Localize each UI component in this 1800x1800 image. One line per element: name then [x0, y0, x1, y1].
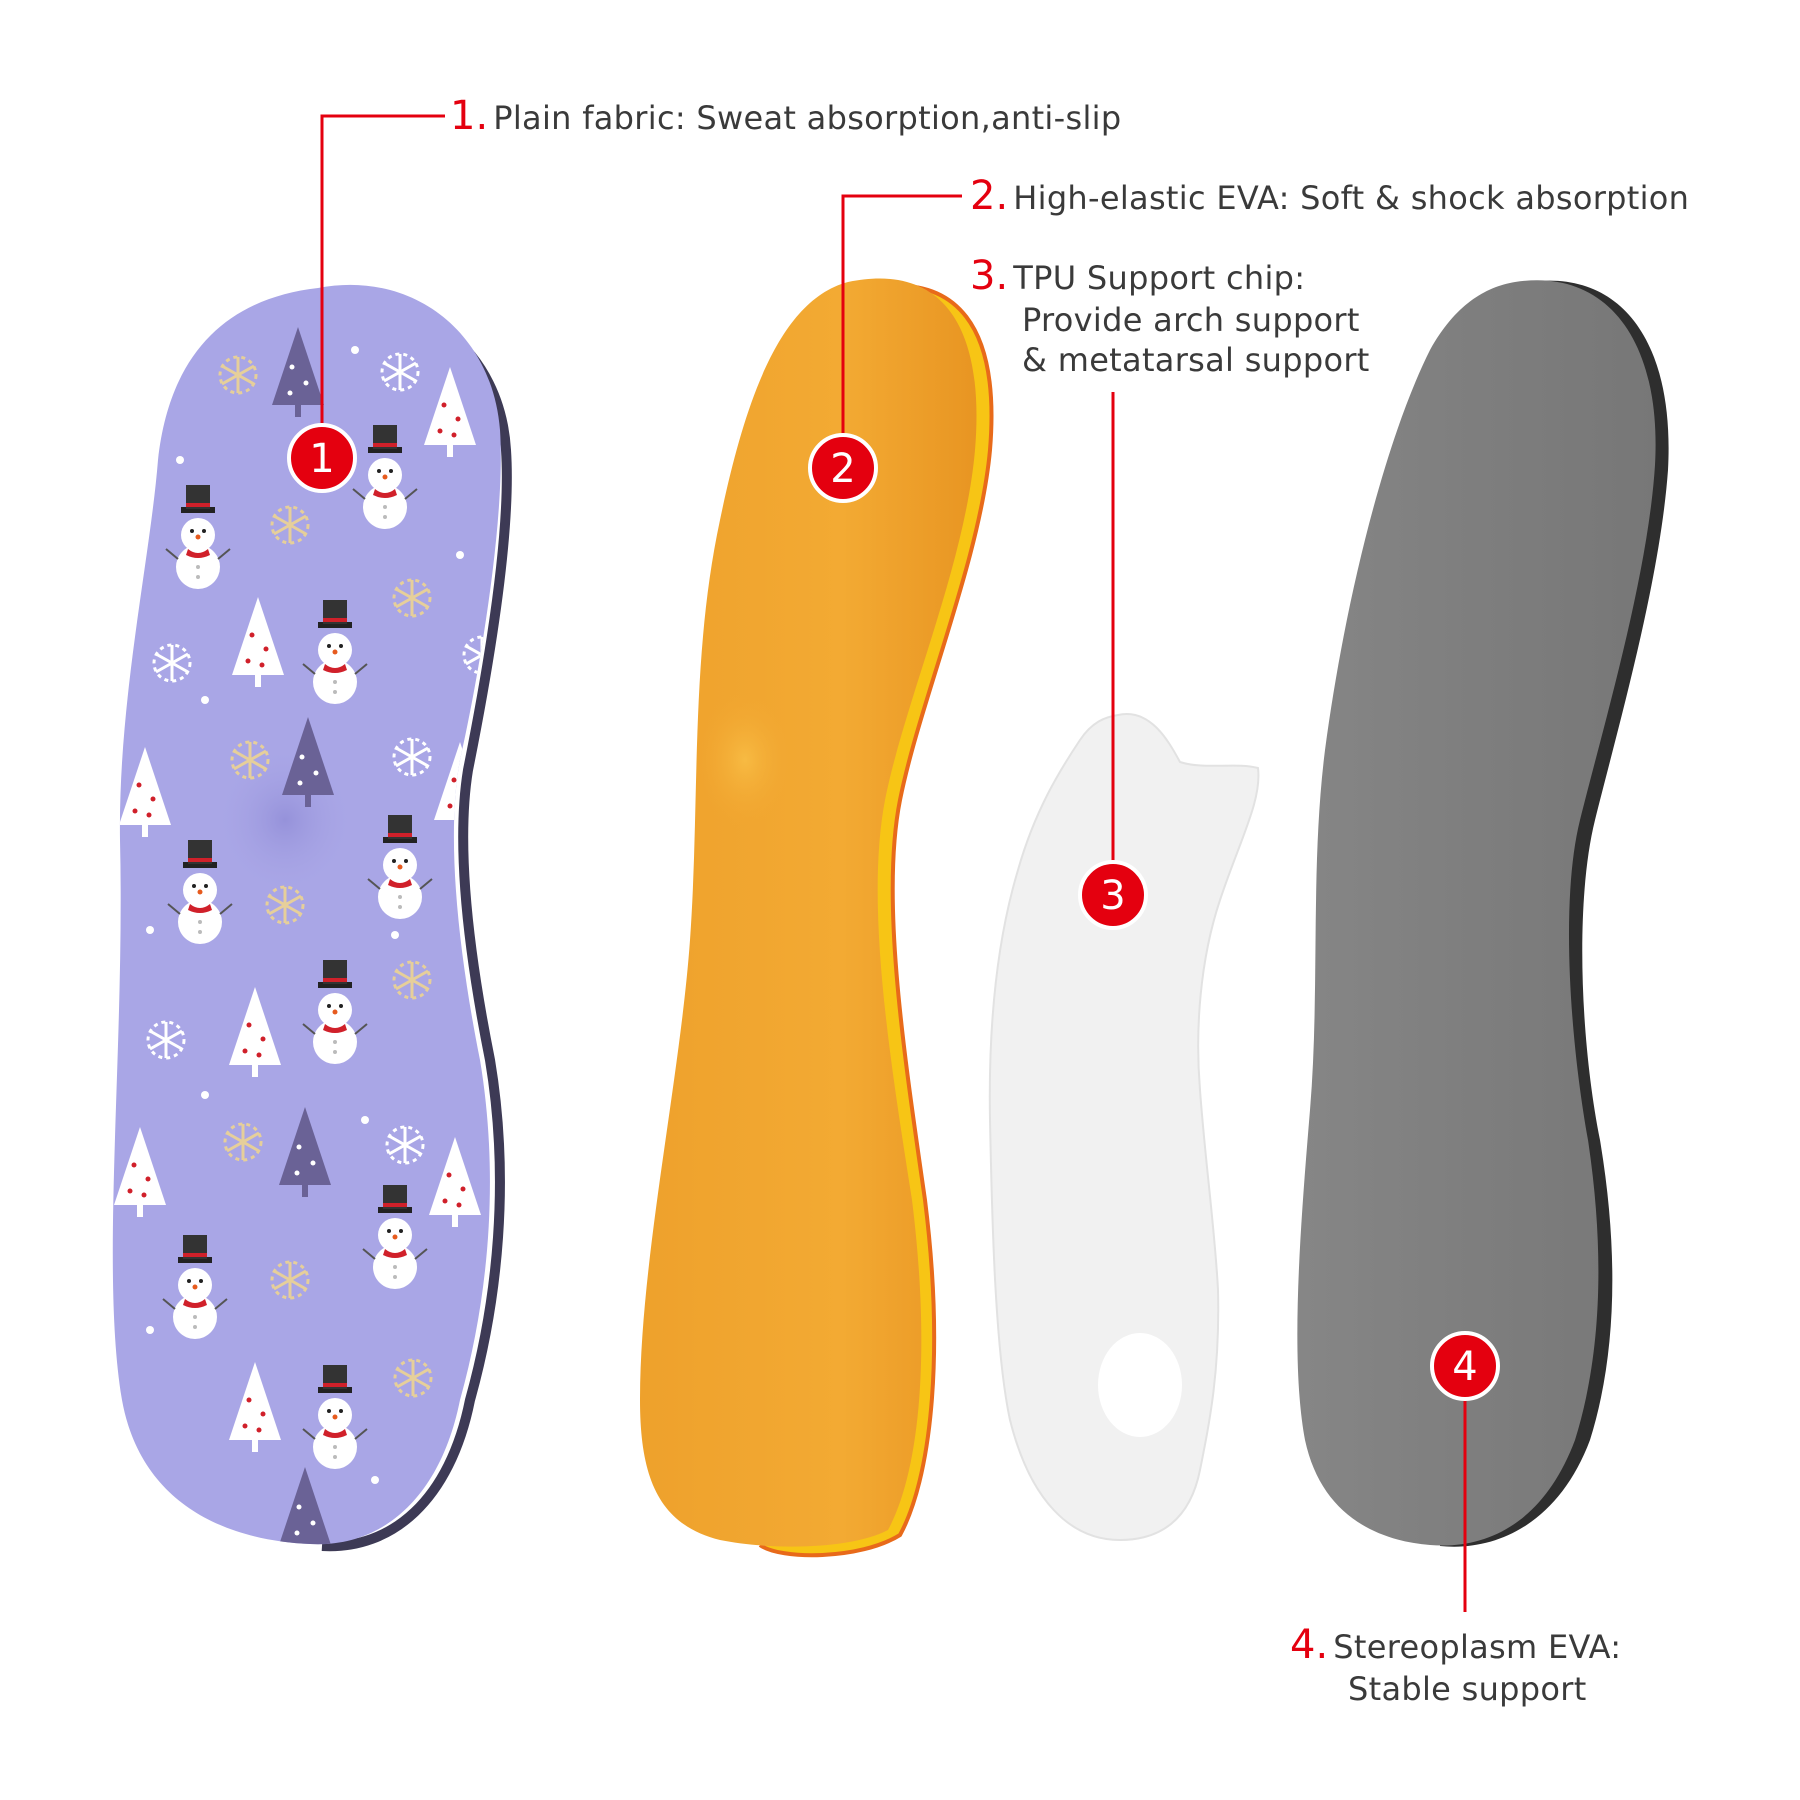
marker-2-label: 2	[830, 446, 855, 492]
callout-4-text-line-2: Stable support	[1348, 1670, 1587, 1708]
callout-lines	[320, 114, 1467, 1612]
marker-4: 4	[1430, 1331, 1500, 1401]
base-eva-layer	[1297, 280, 1669, 1547]
callout-1-number: 1.	[450, 93, 489, 139]
callout-2-number: 2.	[970, 173, 1009, 219]
callout-3-text-line-3: & metatarsal support	[1022, 341, 1370, 379]
callout-4: 4. Stereoplasm EVA: Stable support	[1290, 1622, 1621, 1708]
callout-1: 1. Plain fabric: Sweat absorption,anti-s…	[450, 93, 1121, 139]
callout-3-number: 3.	[970, 253, 1009, 299]
callout-4-text-line-1: Stereoplasm EVA:	[1333, 1628, 1622, 1666]
callout-3-text-line-1: TPU Support chip:	[1013, 259, 1306, 297]
callout-3-text-line-2: Provide arch support	[1022, 301, 1360, 339]
leader-line-1	[320, 114, 445, 452]
leader-line-2	[841, 194, 962, 462]
callout-2: 2. High-elastic EVA: Soft & shock absorp…	[970, 173, 1689, 219]
callout-2-text: High-elastic EVA: Soft & shock absorptio…	[1013, 179, 1690, 217]
marker-1-label: 1	[309, 436, 334, 482]
marker-1: 1	[287, 423, 357, 493]
callout-4-number: 4.	[1290, 1622, 1329, 1668]
marker-2: 2	[808, 433, 878, 503]
marker-3-label: 3	[1100, 873, 1125, 919]
marker-3: 3	[1078, 860, 1148, 930]
tpu-chip-layer	[988, 713, 1260, 1542]
fabric-top-layer	[112, 284, 512, 1552]
eva-layer	[640, 278, 994, 1558]
callout-3: 3. TPU Support chip: Provide arch suppor…	[970, 253, 1370, 379]
marker-4-label: 4	[1452, 1344, 1477, 1390]
callout-1-text: Plain fabric: Sweat absorption,anti-slip	[493, 99, 1122, 137]
